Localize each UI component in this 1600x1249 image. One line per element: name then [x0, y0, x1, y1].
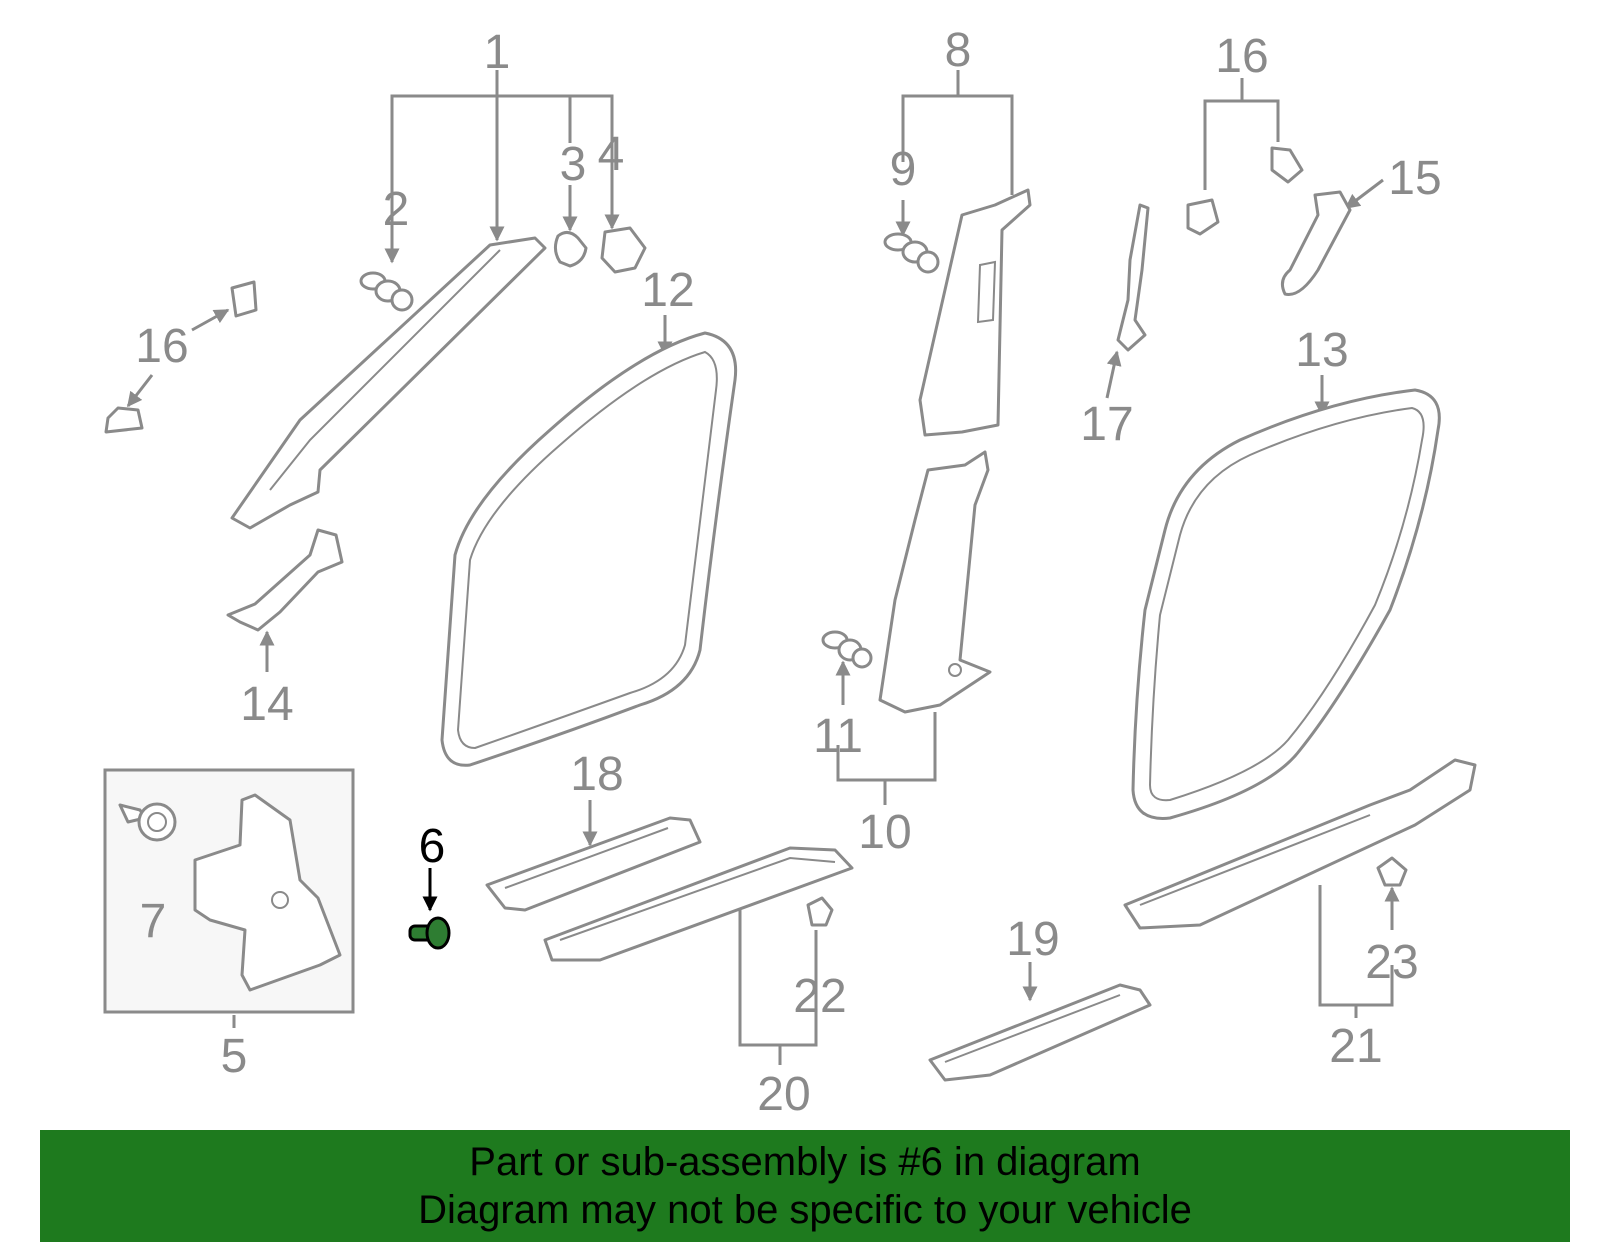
part-3-clip	[553, 231, 588, 268]
callout-15: 15	[1388, 152, 1441, 205]
callout-19: 19	[1006, 913, 1059, 966]
part-7-screw	[118, 802, 177, 842]
part-11-clip	[821, 630, 873, 669]
part-10-b-pillar-lower	[878, 450, 992, 714]
callout-4: 4	[598, 128, 625, 181]
part-18-scuff-plate	[485, 816, 702, 912]
callout-6: 6	[419, 820, 446, 873]
info-banner: Part or sub-assembly is #6 in diagram Di…	[40, 1130, 1570, 1242]
callout-14: 14	[240, 678, 293, 731]
banner-line-part: Part or sub-assembly is #6 in diagram	[469, 1140, 1141, 1184]
callout-3: 3	[560, 138, 587, 191]
part-15-handle	[1280, 190, 1352, 296]
part-2-clip	[359, 271, 414, 312]
part-16-right-clip-b	[1270, 146, 1304, 184]
part-19-scuff-plate	[928, 983, 1152, 1082]
leader-lines	[126, 70, 1400, 1065]
part-16-left-clip-top	[230, 280, 258, 318]
part-1-a-pillar-trim	[230, 236, 547, 530]
callout-11: 11	[813, 710, 863, 763]
part-9-clip	[883, 232, 940, 274]
callout-10: 10	[858, 806, 911, 859]
part-16-right-clip-a	[1186, 198, 1220, 236]
callout-2: 2	[383, 183, 410, 236]
banner-line-disclaimer: Diagram may not be specific to your vehi…	[418, 1188, 1192, 1232]
callout-16-left: 16	[135, 320, 188, 373]
part-21-sill-plate	[1123, 758, 1477, 930]
callout-labels: 1 2 3 4 5 6 7 8 9 10 11 12 13 14 15 16 1…	[135, 24, 1441, 1121]
callout-9: 9	[890, 143, 917, 196]
part-12-front-weatherstrip	[440, 331, 738, 767]
callout-20: 20	[757, 1068, 810, 1121]
callout-17: 17	[1080, 398, 1133, 451]
callout-12: 12	[641, 264, 694, 317]
part-13-rear-weatherstrip	[1131, 388, 1441, 820]
part-5-inset-box	[103, 768, 355, 1014]
callout-13: 13	[1295, 324, 1348, 377]
part-4-clip	[600, 226, 647, 274]
callout-16-right: 16	[1215, 30, 1268, 83]
part-17-strip	[1116, 203, 1150, 352]
callout-21: 21	[1329, 1020, 1382, 1073]
part-22-clip	[806, 896, 834, 927]
callout-1: 1	[484, 26, 511, 79]
callout-8: 8	[945, 24, 972, 77]
part-14-bracket	[226, 528, 344, 632]
part-20-sill-plate	[543, 846, 854, 962]
callout-7: 7	[140, 895, 167, 948]
callout-18: 18	[570, 748, 623, 801]
part-23-clip	[1376, 856, 1408, 887]
callout-5: 5	[221, 1030, 248, 1083]
part-8-b-pillar-upper	[918, 188, 1032, 437]
part-6-clip-highlighted	[408, 916, 451, 950]
part-16-left-clip-bottom	[104, 406, 144, 434]
callout-22: 22	[793, 970, 846, 1023]
callout-23: 23	[1365, 936, 1418, 989]
